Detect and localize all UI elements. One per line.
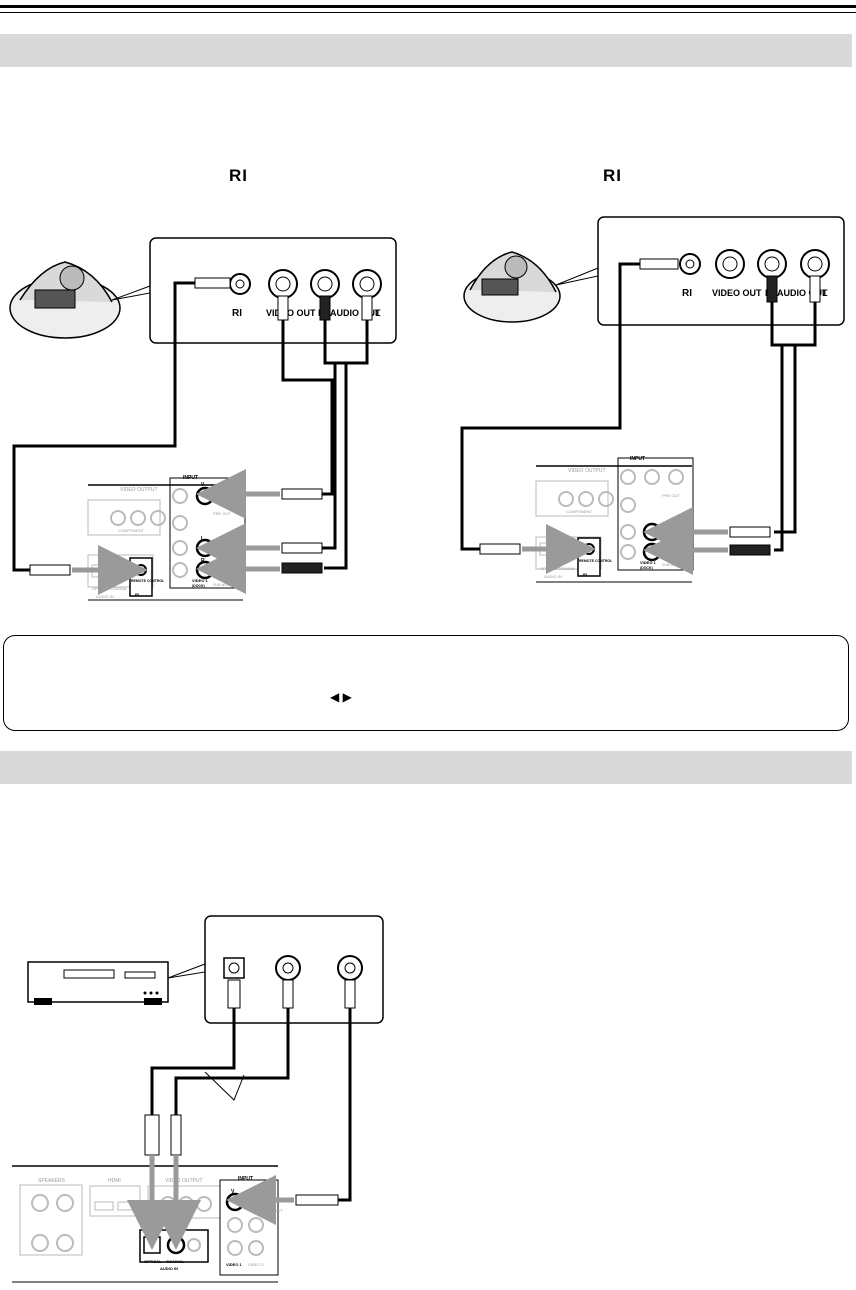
svg-text:COAXIAL: COAXIAL xyxy=(166,1259,185,1264)
svg-text:VIDEO 2: VIDEO 2 xyxy=(248,1262,265,1267)
svg-text:OPTICAL: OPTICAL xyxy=(540,566,558,571)
svg-text:AUDIO IN: AUDIO IN xyxy=(544,574,562,579)
svg-text:VIDEO OUT: VIDEO OUT xyxy=(712,288,762,298)
svg-text:L: L xyxy=(375,308,381,318)
diagram-3: SPEAKERS HDMI VIDEO OUTPUT COMPONENT INP… xyxy=(12,915,384,1283)
svg-text:VIDEO OUT: VIDEO OUT xyxy=(266,308,316,318)
svg-text:RI: RI xyxy=(682,288,692,299)
svg-text:RI: RI xyxy=(583,572,587,577)
left-right-arrow-icons: ◀ ▶ xyxy=(330,690,352,704)
svg-text:RI: RI xyxy=(232,308,242,319)
svg-text:VIDEO OUTPUT: VIDEO OUTPUT xyxy=(165,1178,203,1184)
svg-text:R: R xyxy=(201,558,205,564)
svg-text:COAXIAL: COAXIAL xyxy=(110,586,128,591)
svg-text:OPTICAL: OPTICAL xyxy=(92,586,110,591)
svg-text:(DOCK): (DOCK) xyxy=(640,566,653,570)
ipod-dock-icon-1 xyxy=(9,261,121,339)
svg-text:SUB WOOFER: SUB WOOFER xyxy=(662,563,686,567)
svg-text:COMPONENT: COMPONENT xyxy=(566,509,593,514)
svg-text:SUB WOOFER: SUB WOOFER xyxy=(213,583,237,587)
svg-text:REMOTE CONTROL: REMOTE CONTROL xyxy=(131,579,165,583)
receiver-rear-panel-2: INPUT VIDEO OUTPUT COMPONENT OPTICAL COA… xyxy=(535,456,694,583)
svg-text:COAXIAL: COAXIAL xyxy=(558,566,576,571)
svg-text:INPUT: INPUT xyxy=(238,1176,253,1182)
receiver-rear-panel-3: SPEAKERS HDMI VIDEO OUTPUT COMPONENT INP… xyxy=(12,1165,283,1283)
svg-text:SPEAKERS: SPEAKERS xyxy=(38,1178,66,1184)
svg-text:INPUT: INPUT xyxy=(183,475,198,481)
top-rule-thick xyxy=(0,5,856,8)
ri-logo-left: RI xyxy=(229,166,248,185)
svg-text:HDMI: HDMI xyxy=(108,1178,121,1184)
svg-text:INPUT: INPUT xyxy=(630,456,645,462)
svg-text:COMPONENT: COMPONENT xyxy=(118,528,145,533)
note-box xyxy=(3,635,849,731)
svg-text:AUDIO IN: AUDIO IN xyxy=(96,594,114,599)
svg-text:VIDEO 1: VIDEO 1 xyxy=(192,578,209,583)
svg-text:L: L xyxy=(201,536,204,542)
section-header-band-2 xyxy=(0,751,852,784)
svg-text:AUDIO OUT: AUDIO OUT xyxy=(330,308,381,318)
svg-text:VIDEO 1: VIDEO 1 xyxy=(640,560,657,565)
svg-text:VIDEO 1: VIDEO 1 xyxy=(226,1262,243,1267)
diagram-2: RI VIDEO OUT R AUDIO OUT L xyxy=(460,216,845,583)
svg-text:PRE OUT: PRE OUT xyxy=(213,511,231,516)
svg-text:PRE OUT: PRE OUT xyxy=(265,1208,283,1213)
svg-text:L: L xyxy=(822,288,828,298)
ri-logo-right: RI xyxy=(603,166,622,185)
top-rule-thin xyxy=(0,12,856,13)
svg-text:PRE OUT: PRE OUT xyxy=(662,493,680,498)
diagram-1: RI VIDEO OUT R AUDIO OUT L xyxy=(9,237,397,601)
section-header-band-1 xyxy=(0,34,852,67)
svg-text:OPTICAL: OPTICAL xyxy=(144,1259,162,1264)
svg-text:VIDEO OUTPUT: VIDEO OUTPUT xyxy=(568,468,606,474)
cd-player-icon xyxy=(27,961,169,1005)
svg-text:RI: RI xyxy=(135,592,139,597)
svg-text:AUDIO OUT: AUDIO OUT xyxy=(777,288,828,298)
svg-text:(DOCK): (DOCK) xyxy=(192,584,205,588)
svg-text:AUDIO IN: AUDIO IN xyxy=(160,1266,178,1271)
ipod-dock-icon-2 xyxy=(463,251,561,323)
svg-text:REMOTE CONTROL: REMOTE CONTROL xyxy=(579,559,613,563)
svg-text:VIDEO OUTPUT: VIDEO OUTPUT xyxy=(120,487,158,493)
